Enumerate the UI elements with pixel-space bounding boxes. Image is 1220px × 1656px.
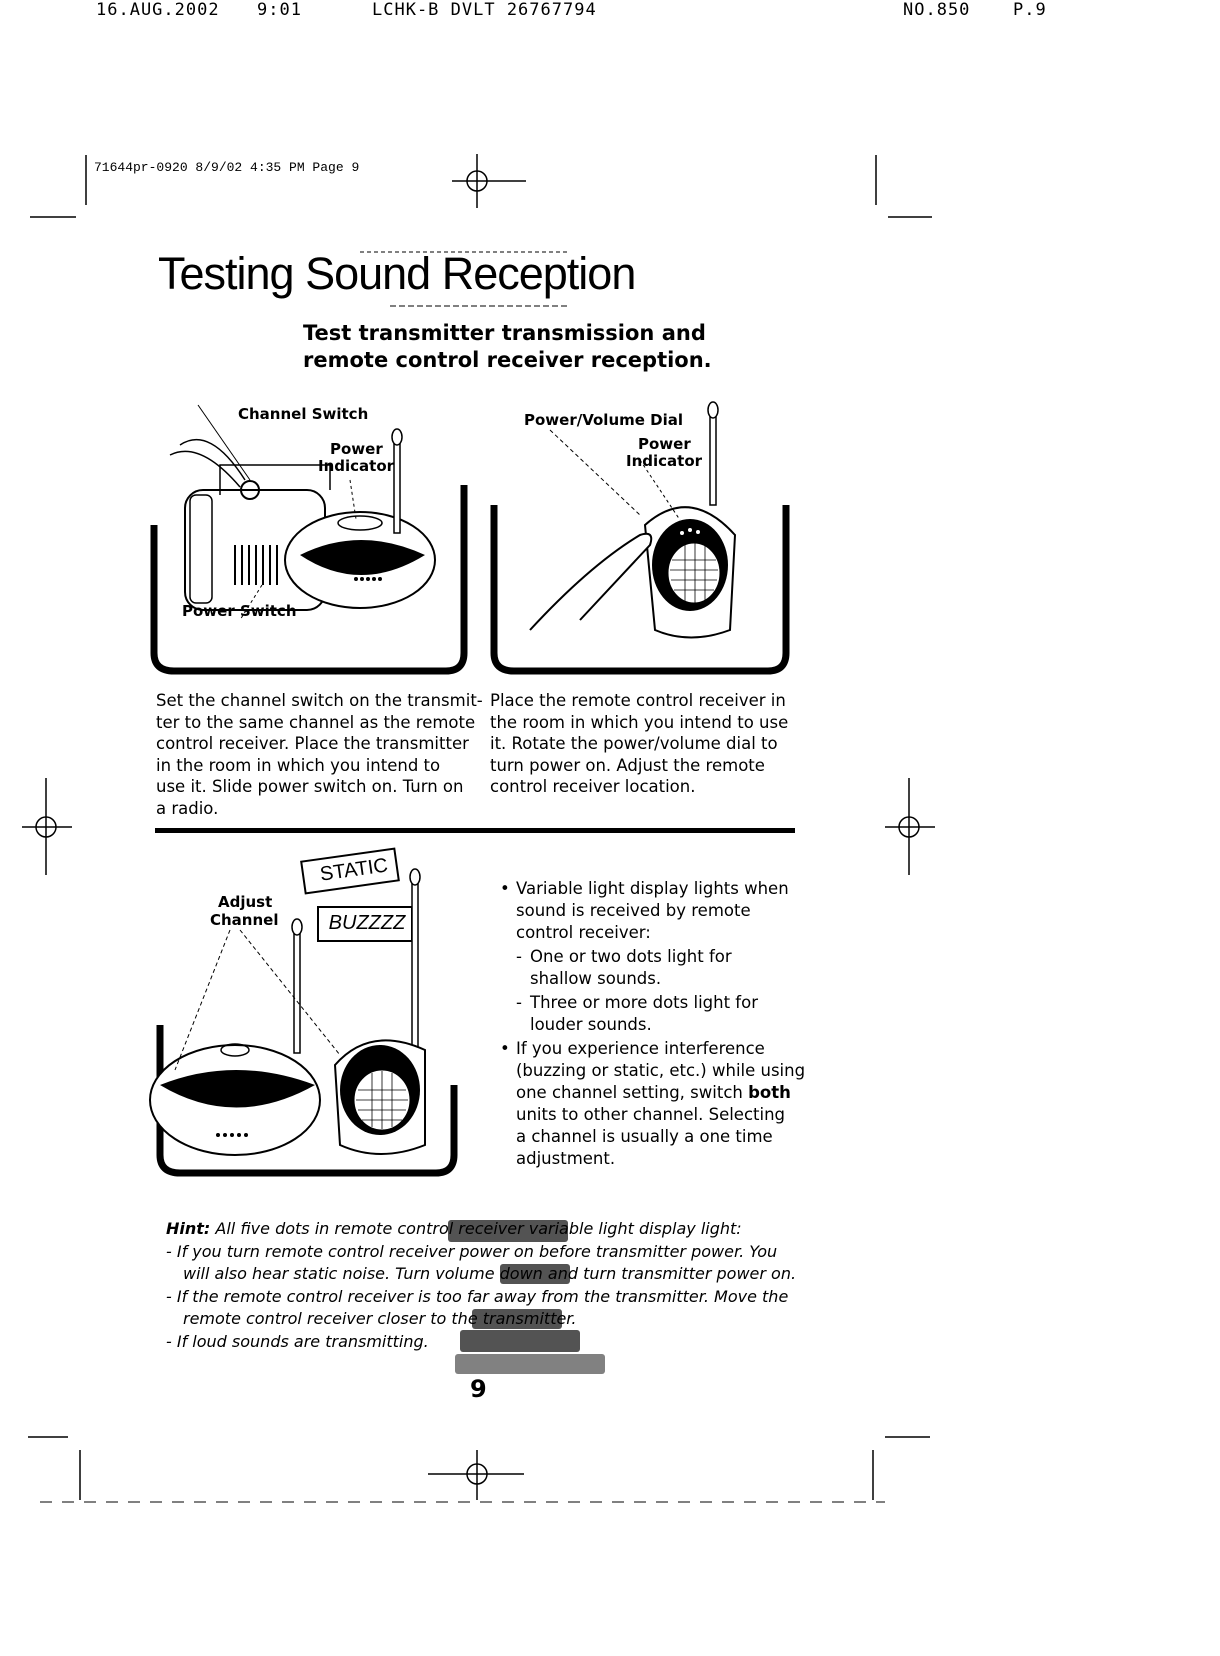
left-paragraph-line: in the room in which you intend to <box>156 755 441 775</box>
bullet-line: control receiver: <box>516 923 651 942</box>
page-number: 9 <box>470 1375 487 1403</box>
section-divider <box>155 828 795 833</box>
bullet-list: • Variable light display lights when sou… <box>500 878 805 1170</box>
scan-smudge <box>460 1330 580 1352</box>
left-paragraph-line: use it. Slide power switch on. Turn on <box>156 777 464 797</box>
right-paragraph-line: turn power on. Adjust the remote <box>490 755 765 775</box>
hint-block: Hint: All five dots in remote control re… <box>166 1218 796 1353</box>
bullet-text: one channel setting, switch <box>516 1083 749 1102</box>
hint-item-text: If the remote control receiver is too fa… <box>176 1286 789 1306</box>
right-paragraph-line: Place the remote control receiver in <box>490 691 786 710</box>
subtitle: Test transmitter transmission and remote… <box>303 320 712 374</box>
receiver-indicator-label: Indicator <box>626 452 703 470</box>
receiver-illustration <box>490 401 790 675</box>
fax-sender: LCHK-B DVLT 26767794 <box>372 0 597 20</box>
scan-smudge <box>455 1354 605 1374</box>
scan-smudge <box>448 1220 568 1242</box>
adjust-label: Adjust <box>218 893 273 911</box>
right-paragraph-line: control receiver location. <box>490 777 696 797</box>
power-indicator-label: Indicator <box>318 457 395 475</box>
fax-time: 9:01 <box>257 0 302 20</box>
hint-item: - If the remote control receiver is too … <box>166 1286 789 1306</box>
figure-transmitter: Channel Switch Power Indicator Power Swi… <box>150 404 468 677</box>
print-slug: 71644pr-0920 8/9/02 4:35 PM Page 9 <box>94 160 360 175</box>
scan-smudge <box>472 1309 562 1329</box>
sub-bullet-line: Three or more dots light for <box>530 993 758 1012</box>
channel-label: Channel <box>210 911 279 929</box>
hint-item-text: If loud sounds are transmitting. <box>176 1331 429 1351</box>
receiver-power-label: Power <box>638 435 691 453</box>
bullet-line: (buzzing or static, etc.) while using <box>516 1061 806 1080</box>
left-paragraph-line: control receiver. Place the transmitter <box>156 734 469 754</box>
right-paragraph-line: it. Rotate the power/volume dial to <box>490 734 778 754</box>
fax-number: NO.850 <box>903 0 971 20</box>
power-switch-label: Power Switch <box>182 602 297 620</box>
left-paragraph-line: Set the channel switch on the transmit- <box>156 691 483 710</box>
figure-adjust-channel: STATIC BUZZZZ Adjust Channel <box>140 845 470 1185</box>
channel-switch-label: Channel Switch <box>238 405 369 423</box>
bullet-line: If you experience interference <box>516 1039 765 1058</box>
bullet-dot: • <box>500 1039 510 1058</box>
power-label: Power <box>330 440 383 458</box>
subtitle-line-1: Test transmitter transmission and <box>303 321 706 345</box>
right-paragraph-line: the room in which you intend to use <box>490 712 789 732</box>
bullet-line: adjustment. <box>516 1149 616 1168</box>
hint-item: - If loud sounds are transmitting. <box>166 1331 429 1351</box>
bullet-dot: • <box>500 879 510 898</box>
bullet-interference: • If you experience interference (buzzin… <box>500 1038 805 1170</box>
hint-item: - If you turn remote control receiver po… <box>166 1241 778 1261</box>
sub-bullet-line: louder sounds. <box>530 1015 652 1034</box>
transmitter-illustration <box>150 404 468 675</box>
bullet-line: a channel is usually a one time <box>516 1127 773 1146</box>
bullet-bold-text: both <box>748 1083 791 1102</box>
right-paragraph: Place the remote control receiver in the… <box>490 690 788 798</box>
bullet-line: one channel setting, switch both <box>516 1082 805 1104</box>
sub-bullet-dash: - <box>516 993 522 1012</box>
left-paragraph-line: ter to the same channel as the remote <box>156 712 476 732</box>
left-paragraph: Set the channel switch on the transmit- … <box>156 690 483 820</box>
bullet-line: units to other channel. Selecting <box>516 1105 786 1124</box>
fax-page: P.9 <box>1013 0 1047 20</box>
page-title: Testing Sound Reception <box>158 248 636 299</box>
hint-item-continuation: will also hear static noise. Turn volume… <box>183 1264 797 1283</box>
title-scan-marks <box>360 251 570 307</box>
hint-item-text: If you turn remote control receiver powe… <box>176 1241 778 1261</box>
adjust-channel-illustration <box>149 847 458 1177</box>
subtitle-line-2: remote control receiver reception. <box>303 348 712 372</box>
sub-bullet-line: shallow sounds. <box>530 969 662 988</box>
scan-smudge <box>500 1264 570 1284</box>
hint-item-continuation: remote control receiver closer to the tr… <box>183 1309 577 1328</box>
bullet-line: Variable light display lights when <box>516 879 789 898</box>
sub-bullet-shallow: - One or two dots light for shallow soun… <box>500 946 805 990</box>
buzz-sign: BUZZZZ <box>328 912 406 934</box>
power-volume-dial-label: Power/Volume Dial <box>524 411 684 429</box>
sub-bullet-louder: - Three or more dots light for louder so… <box>500 992 805 1036</box>
bullet-variable-light: • Variable light display lights when sou… <box>500 878 805 944</box>
hint-intro-line: Hint: All five dots in remote control re… <box>166 1218 796 1241</box>
bullet-line: sound is received by remote <box>516 901 751 920</box>
left-paragraph-line: a radio. <box>156 798 219 818</box>
sub-bullet-dash: - <box>516 947 522 966</box>
fax-date: 16.AUG.2002 <box>96 0 220 20</box>
hint-label: Hint: <box>166 1219 211 1238</box>
sub-bullet-line: One or two dots light for <box>530 947 732 966</box>
hint-intro: All five dots in remote control receiver… <box>215 1219 742 1238</box>
figure-receiver: Power/Volume Dial Power Indicator <box>490 401 790 677</box>
